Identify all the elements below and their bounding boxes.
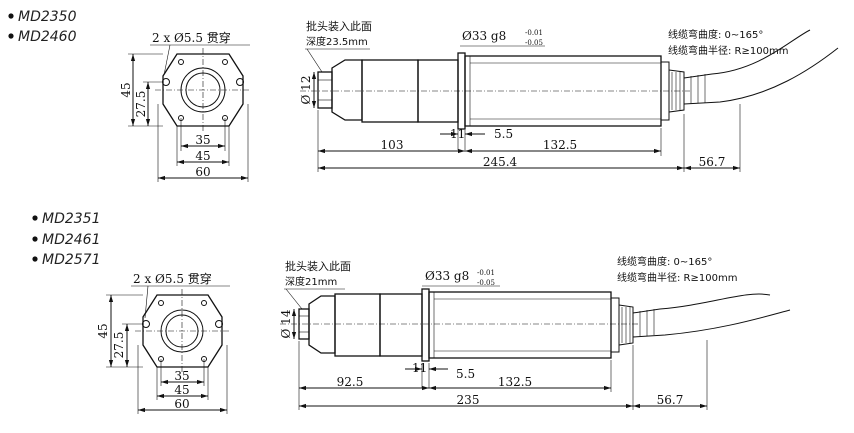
- dim-total: 235: [457, 393, 480, 407]
- connector: [618, 304, 634, 346]
- model-label: MD2571: [42, 252, 101, 268]
- nose-cone: [331, 59, 363, 121]
- cable-radius-note: 线缆弯曲半径: R≥100mm: [668, 44, 788, 57]
- tube-tol-dn: -0.05: [477, 279, 495, 287]
- bottom-flange-view: 2 x Ø5.5 贯穿 45 27.5 35 45 60: [96, 271, 230, 414]
- connector: [668, 69, 685, 113]
- bullet-icon: [32, 215, 38, 221]
- bullet-icon: [8, 33, 14, 39]
- mount-hole: [236, 78, 244, 86]
- tip-dia: Ø 14: [279, 309, 293, 338]
- cable-lower: [632, 309, 791, 338]
- dim-rear: 132.5: [543, 138, 577, 152]
- model-label: MD2461: [42, 232, 101, 248]
- dim-w1: 35: [195, 133, 210, 147]
- holes-label: 2 x Ø5.5 贯穿: [152, 30, 231, 45]
- tube-tol-dn: -0.05: [525, 39, 543, 47]
- screw-hole: [201, 300, 207, 306]
- bottom-side-view: 批头装入此面 深度21mm Ø33 g8 -0.01 -0.05 线缆弯曲度: …: [279, 255, 791, 410]
- dim-front: 103: [381, 138, 404, 152]
- dim-w3: 60: [195, 165, 210, 179]
- motor-tube: [428, 291, 612, 359]
- cable-upper: [632, 293, 771, 314]
- dim-total: 245.4: [483, 155, 518, 169]
- top-flange-view: 2 x Ø5.5 贯穿 45 27.5 35 45 60: [119, 30, 250, 182]
- tube-tol-up: -0.01: [477, 269, 495, 277]
- bottom-model-list: MD2351 MD2461 MD2571: [32, 211, 101, 268]
- model-label: MD2351: [42, 211, 101, 227]
- bit-note: 批头装入此面: [306, 19, 372, 33]
- dim-front: 92.5: [337, 375, 364, 389]
- dim-w3: 60: [174, 397, 189, 411]
- depth-note: 深度23.5mm: [306, 35, 368, 48]
- depth-note: 深度21mm: [285, 275, 337, 288]
- dim-w2: 45: [174, 383, 189, 397]
- dim-cable: 56.7: [699, 155, 726, 169]
- cable-bend-note: 线缆弯曲度: 0~165°: [617, 255, 712, 268]
- nose-cone: [308, 295, 336, 354]
- tube-tol-up: -0.01: [525, 29, 543, 37]
- bit-note: 批头装入此面: [285, 259, 351, 273]
- screw-hole: [158, 300, 164, 306]
- model-label: MD2460: [18, 29, 77, 45]
- leader-line: [285, 288, 303, 310]
- cable-bend-note: 线缆弯曲度: 0~165°: [668, 28, 763, 41]
- tube-dia: Ø33 g8: [462, 29, 506, 43]
- bullet-icon: [32, 236, 38, 242]
- dim-5-5: 5.5: [456, 367, 475, 381]
- cable-upper: [683, 29, 811, 79]
- dim-11: 11: [450, 127, 465, 141]
- body-segment: [334, 293, 381, 357]
- tube-dia: Ø33 g8: [425, 269, 469, 283]
- dim-h2: 27.5: [112, 332, 126, 359]
- dim-cable: 56.7: [657, 393, 684, 407]
- dim-h1: 45: [119, 82, 133, 97]
- dim-h2: 27.5: [134, 91, 148, 118]
- screw-hole: [222, 59, 228, 65]
- dim-w1: 35: [174, 369, 189, 383]
- body-segment: [379, 293, 423, 357]
- dim-rear: 132.5: [498, 375, 532, 389]
- leader-line: [306, 48, 323, 73]
- bullet-icon: [8, 13, 14, 19]
- dim-w2: 45: [195, 149, 210, 163]
- bit-tip: [317, 71, 333, 109]
- dim-11: 11: [412, 361, 427, 375]
- top-model-list: MD2350 MD2460: [8, 9, 77, 45]
- mount-hole: [215, 320, 223, 328]
- screw-hole: [178, 59, 184, 65]
- bullet-icon: [32, 256, 38, 262]
- end-cap: [610, 297, 620, 353]
- cable-radius-note: 线缆弯曲半径: R≥100mm: [617, 271, 737, 284]
- model-label: MD2350: [18, 9, 77, 25]
- leader-line: [163, 44, 171, 76]
- cable-lower: [683, 47, 839, 105]
- flange-ring: [421, 288, 430, 362]
- top-side-view: 批头装入此面 深度23.5mm Ø33 g8 -0.01 -0.05 线缆弯曲度…: [299, 19, 839, 172]
- dim-h1: 45: [96, 323, 110, 338]
- holes-label: 2 x Ø5.5 贯穿: [133, 271, 212, 286]
- tip-dia: Ø 12: [299, 76, 313, 105]
- dim-5-5: 5.5: [494, 127, 513, 141]
